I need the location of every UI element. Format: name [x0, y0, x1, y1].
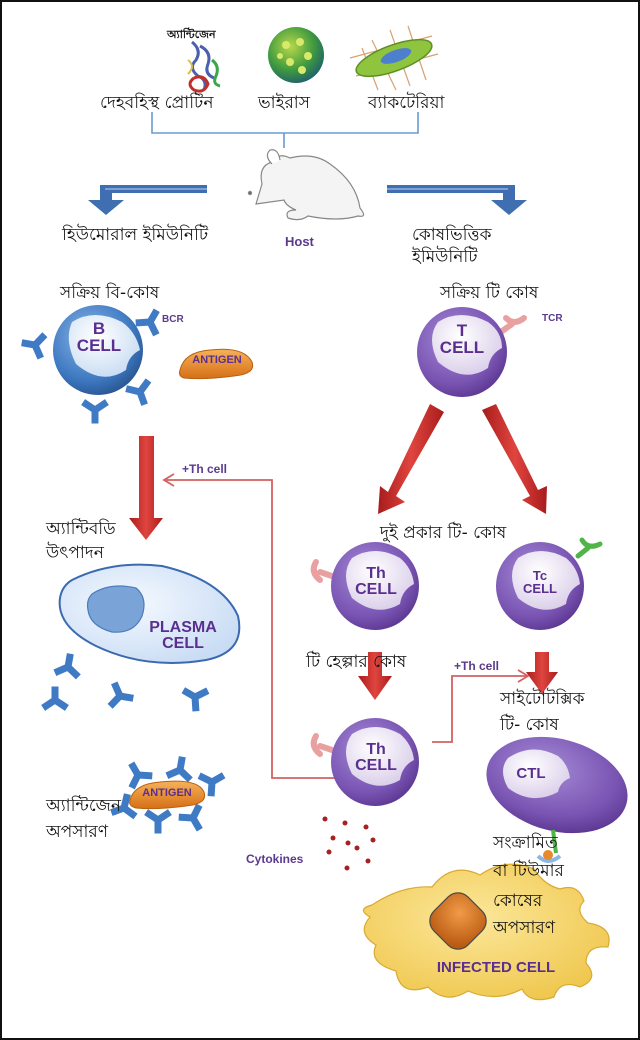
source-bacteria-label: ব্যাকটেরিয়া: [368, 93, 445, 113]
plasma-cell: [58, 563, 241, 664]
th-effector-label-2: CELL: [355, 757, 397, 774]
t-cell-label-1: T: [456, 321, 468, 340]
complex-antigen-text: ANTIGEN: [142, 787, 192, 799]
t-to-th-arrow: [378, 404, 444, 514]
tc-cell-label-1: Tc: [532, 568, 548, 583]
b-to-plasma-arrow: [129, 436, 163, 540]
humoral-immunity-label: হিউমোরাল ইমিউনিটি: [62, 225, 209, 245]
b-cell-label-1: B: [92, 319, 106, 338]
antigen-icon: [179, 348, 254, 380]
b-cell-label-2: CELL: [76, 336, 122, 355]
th-cell-label-1: Th: [366, 565, 386, 582]
cytokines-label: Cytokines: [246, 852, 304, 866]
cellular-branch-arrow: [387, 185, 527, 215]
t-cell-label-2: CELL: [439, 338, 485, 357]
tc-cell-label-2: CELL: [523, 581, 557, 596]
antibody-production-label-1: অ্যান্টিবডি: [46, 519, 116, 539]
cytotoxic-label-2: টি- কোষ: [500, 715, 559, 735]
antigen-label: অ্যান্টিজেন: [167, 28, 216, 41]
ctl-cell: [486, 736, 628, 863]
antigen-antibody-complex: [112, 759, 226, 832]
th-cell-label-2: CELL: [355, 581, 397, 598]
cytotoxic-label-1: সাইটোটক্সিক: [500, 689, 585, 709]
th-effector-label-1: Th: [366, 741, 386, 758]
antigen-clearance-label-1: অ্যান্টিজেন: [46, 796, 122, 816]
t-cell: [417, 307, 527, 397]
bcr-label: BCR: [162, 314, 184, 325]
infected-removal-label-3: কোষের: [493, 891, 543, 911]
feedback-line-to-b: [162, 473, 342, 779]
two-t-cell-types-label: দুই প্রকার টি- কোষ: [380, 523, 507, 543]
feedback-label-b: +Th cell: [182, 462, 228, 476]
t-helper-label: টি হেল্পার কোষ: [306, 652, 407, 672]
source-protein-label: দেহবহিস্থ প্রোটিন: [100, 93, 214, 113]
antibody-production-label-2: উৎপাদন: [46, 543, 104, 563]
tc-to-ctl-arrow: [526, 652, 558, 694]
infected-cell: [362, 863, 610, 1001]
cytokine-dots: [322, 816, 376, 871]
humoral-branch-arrow: [88, 185, 207, 215]
infected-removal-label-2: বা টিউমার: [493, 861, 564, 881]
t-to-tc-arrow: [482, 404, 547, 514]
infected-removal-label-1: সংক্রামিত: [493, 833, 558, 853]
th-cell-effector: [310, 718, 419, 806]
plasma-cell-label-2: CELL: [162, 635, 204, 652]
active-b-cell-label: সক্রিয় বি-কোষ: [60, 283, 160, 303]
infected-removal-label-4: অপসারণ: [493, 918, 556, 938]
bacteria-icon: [349, 25, 439, 91]
feedback-line-to-ctl: [432, 669, 530, 743]
ctl-label: CTL: [516, 765, 546, 782]
antigen-text: ANTIGEN: [192, 354, 242, 366]
host-label: Host: [285, 234, 314, 249]
protein-antigen-icon: [187, 40, 221, 93]
cellular-immunity-label-2: ইমিউনিটি: [412, 247, 478, 267]
mouse-icon: [247, 149, 365, 221]
feedback-label-ctl: +Th cell: [454, 659, 500, 673]
tcr-label: TCR: [542, 313, 563, 324]
sources-bracket: [151, 112, 419, 148]
b-cell: [24, 305, 163, 420]
th-to-th-arrow: [358, 652, 392, 700]
active-t-cell-label: সক্রিয় টি কোষ: [440, 283, 539, 303]
source-virus-label: ভাইরাস: [258, 93, 310, 113]
plasma-cell-label-1: PLASMA: [149, 619, 217, 636]
cellular-immunity-label-1: কোষভিত্তিক: [412, 225, 492, 245]
th-cell: [310, 542, 419, 630]
tc-cell: [496, 537, 603, 630]
infected-cell-label: INFECTED CELL: [436, 959, 556, 976]
virus-icon: [268, 27, 324, 83]
antigen-clearance-label-2: অপসারণ: [46, 822, 109, 842]
